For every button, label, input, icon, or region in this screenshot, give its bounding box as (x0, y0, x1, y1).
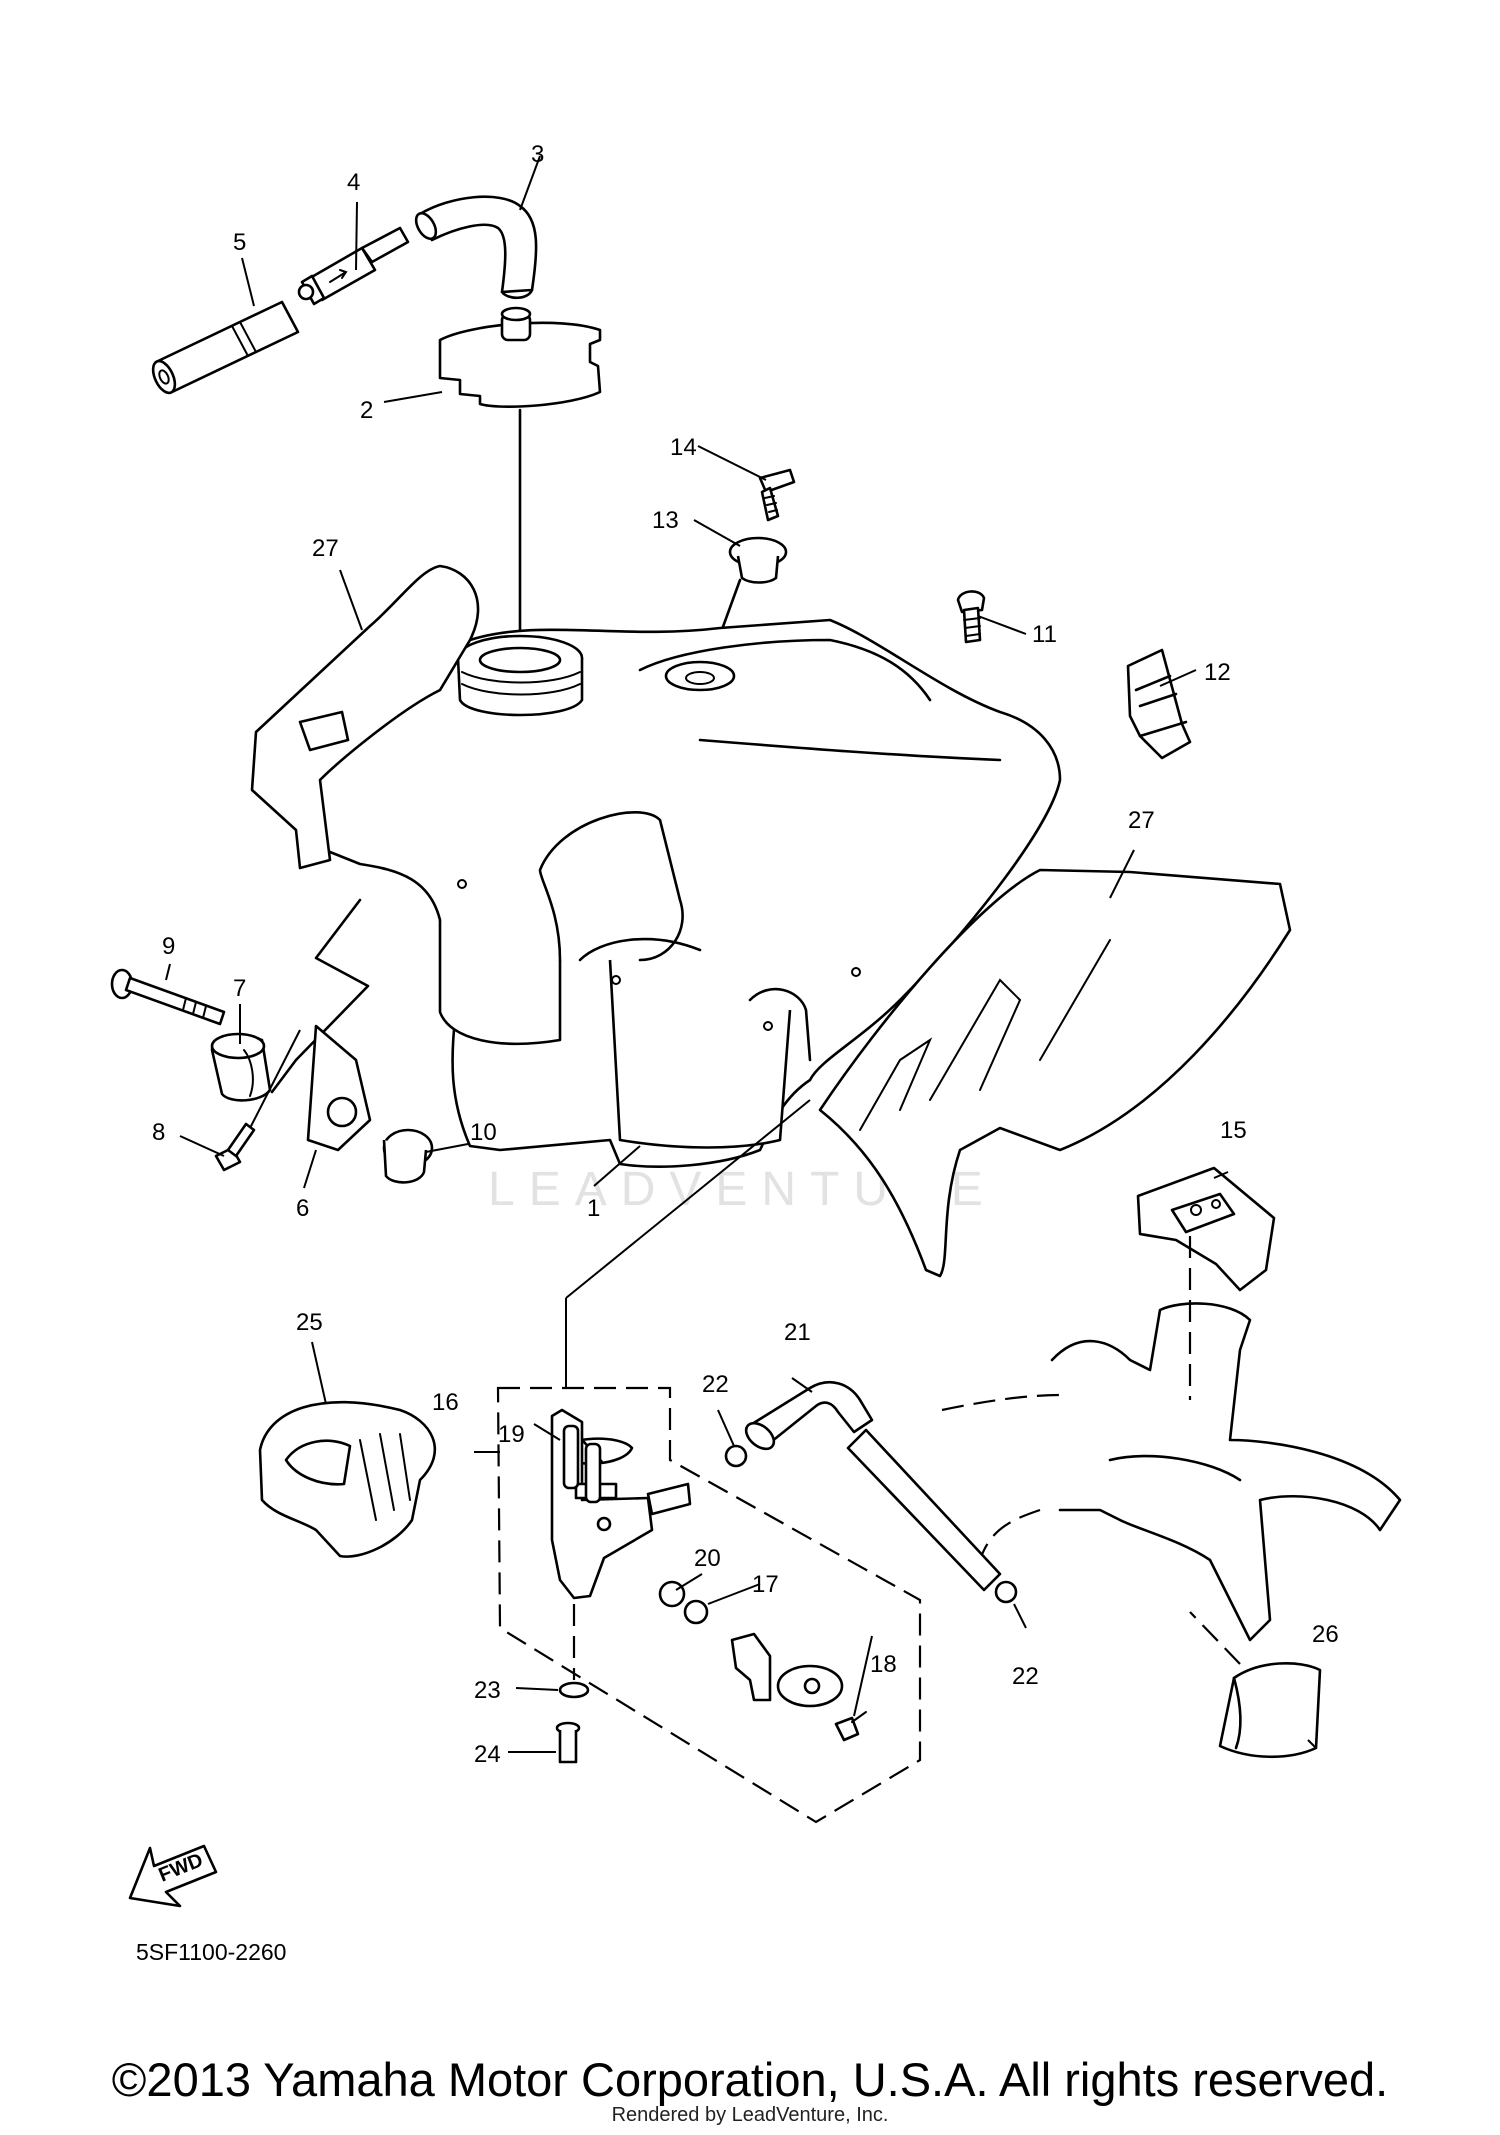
callout-14: 14 (670, 434, 697, 461)
callout-4: 4 (347, 169, 360, 196)
collar-part-10 (382, 1128, 434, 1184)
callout-11: 11 (1032, 621, 1057, 648)
fuel-cock-assembly-part-16 (496, 1099, 1018, 1824)
callout-17: 17 (752, 1571, 779, 1598)
callout-7: 7 (233, 975, 246, 1002)
breather-hose-part-3 (414, 195, 538, 300)
callout-22b: 22 (1012, 1663, 1039, 1690)
callout-25: 25 (296, 1309, 323, 1336)
guard-part-25 (258, 1400, 437, 1558)
callout-3: 3 (531, 141, 544, 168)
callout-15: 15 (1220, 1117, 1247, 1144)
callout-12: 12 (1204, 659, 1231, 686)
clamp-part-12 (1126, 648, 1192, 760)
hose-part-5 (151, 300, 300, 395)
check-valve-part-4 (297, 226, 410, 306)
callout-23: 23 (474, 1677, 501, 1704)
callout-16: 16 (432, 1389, 459, 1416)
callout-21: 21 (784, 1319, 811, 1346)
forward-arrow-icon: FWD (128, 1844, 218, 1908)
callout-13: 13 (652, 507, 679, 534)
frame-section (941, 1302, 1402, 1642)
callout-26: 26 (1312, 1621, 1339, 1648)
callout-2: 2 (360, 397, 373, 424)
callout-6: 6 (296, 1195, 309, 1222)
bolt-part-9 (110, 968, 226, 1026)
shroud-right-part-27 (818, 868, 1292, 1278)
callout-5: 5 (233, 229, 246, 256)
fuel-hose-part-21 (744, 1381, 1002, 1592)
diagram-reference: 5SF1100-2260 (136, 1939, 286, 1965)
callout-8: 8 (152, 1119, 165, 1146)
callout-labels: 1 2 3 4 5 6 7 8 9 10 11 12 13 14 15 16 1… (152, 141, 1339, 1768)
leader-lines (165, 155, 1317, 1753)
callout-9: 9 (162, 933, 175, 960)
fuel-tank-part-1 (297, 618, 1062, 1168)
callout-20: 20 (694, 1545, 721, 1572)
callout-22a: 22 (702, 1371, 729, 1398)
callout-27b: 27 (1128, 807, 1155, 834)
copyright-notice: ©2013 Yamaha Motor Corporation, U.S.A. A… (111, 2053, 1389, 2106)
screw-part-14 (758, 468, 796, 522)
bolt-part-8 (214, 1122, 256, 1172)
bolt-part-11 (956, 590, 986, 644)
bracket-part-15 (1136, 1166, 1276, 1400)
shroud-left-part-27 (250, 564, 480, 1094)
callout-1: 1 (587, 1195, 600, 1222)
grommet-part-7 (210, 1032, 272, 1102)
callout-27a: 27 (312, 535, 339, 562)
callout-10: 10 (470, 1119, 497, 1146)
fuel-cap-part-2 (438, 306, 602, 642)
callout-19: 19 (498, 1421, 525, 1448)
callout-24: 24 (474, 1741, 501, 1768)
rendered-by-notice: Rendered by LeadVenture, Inc. (611, 2104, 889, 2126)
callout-18: 18 (870, 1651, 897, 1678)
bracket-part-6 (245, 1024, 372, 1152)
